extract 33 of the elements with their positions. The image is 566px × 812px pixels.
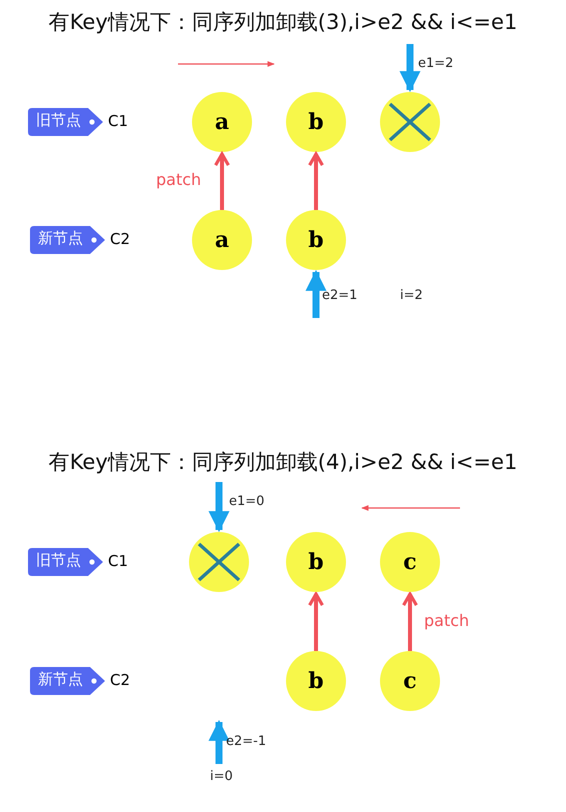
node-circle: a (192, 210, 252, 270)
tag-label: 旧节点 (28, 108, 104, 136)
node-circle: b (286, 92, 346, 152)
node-circle: b (286, 532, 346, 592)
tag-label: 旧节点 (28, 548, 104, 576)
arrow (308, 592, 324, 651)
index-label: i=0 (210, 769, 233, 784)
arrow (306, 270, 326, 318)
edge-label: e1=0 (229, 494, 264, 509)
heading: 有Key情况下：同序列加卸载(3),i>e2 && i<=e1 (48, 9, 518, 36)
row-label: C2 (110, 671, 130, 689)
edge-label: patch (424, 611, 470, 630)
arrow (402, 592, 418, 651)
heading: 有Key情况下：同序列加卸载(4),i>e2 && i<=e1 (48, 449, 518, 476)
edge-label: patch (156, 170, 202, 189)
arrow (214, 152, 230, 210)
row-label: C2 (110, 230, 130, 248)
arrow (308, 152, 324, 210)
tag-label: 新节点 (30, 667, 106, 695)
pointer-label: e2=-1 (226, 734, 266, 749)
edge-label: e2=1 (322, 288, 358, 303)
node-circle: b (286, 651, 346, 711)
node-circle: c (380, 532, 440, 592)
row-label: C1 (108, 552, 128, 570)
arrow (208, 482, 230, 532)
node-circle: c (380, 651, 440, 711)
node-circle: b (286, 210, 346, 270)
row-label: C1 (108, 112, 128, 130)
arrow (400, 44, 420, 92)
index-label: i=2 (400, 288, 423, 303)
node-circle: a (192, 92, 252, 152)
tag-label: 新节点 (30, 226, 106, 254)
edge-label: e1=2 (418, 56, 454, 71)
